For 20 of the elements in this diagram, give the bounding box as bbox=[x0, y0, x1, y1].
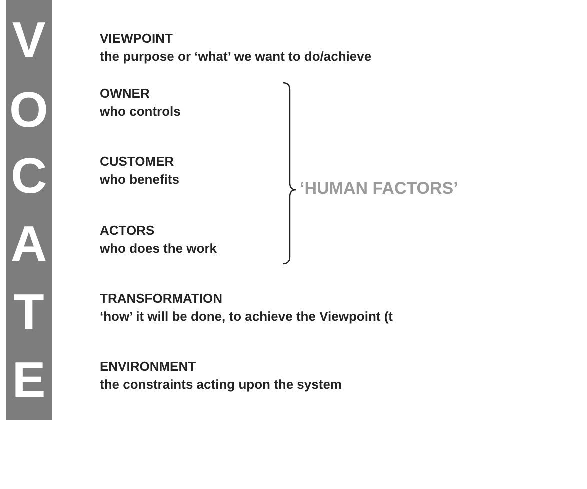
acronym-letter: V bbox=[11, 12, 47, 68]
section-description: the constraints acting upon the system bbox=[100, 376, 342, 394]
section-heading: VIEWPOINT bbox=[100, 30, 173, 48]
section-heading: ENVIRONMENT bbox=[100, 358, 196, 376]
section-heading: TRANSFORMATION bbox=[100, 290, 223, 308]
section-description: who does the work bbox=[100, 240, 218, 258]
letter-band bbox=[6, 0, 52, 420]
group-label: ‘HUMAN FACTORS’ bbox=[300, 180, 458, 198]
section-heading: ACTORS bbox=[100, 222, 155, 240]
section-heading: OWNER bbox=[100, 85, 150, 103]
acronym-letter: T bbox=[12, 284, 46, 340]
section-description: ‘how’ it will be done, to achieve the Viewpoint (t bbox=[100, 308, 394, 326]
section-description: who benefits bbox=[100, 171, 180, 189]
acronym-letter: E bbox=[11, 352, 47, 408]
section-heading: CUSTOMER bbox=[100, 153, 174, 171]
acronym-letter: C bbox=[10, 148, 48, 204]
section-description: who controls bbox=[100, 103, 181, 121]
acronym-letter: O bbox=[8, 82, 50, 138]
acronym-letter: A bbox=[10, 216, 48, 272]
section-description: the purpose or ‘what’ we want to do/achieve bbox=[100, 48, 372, 66]
